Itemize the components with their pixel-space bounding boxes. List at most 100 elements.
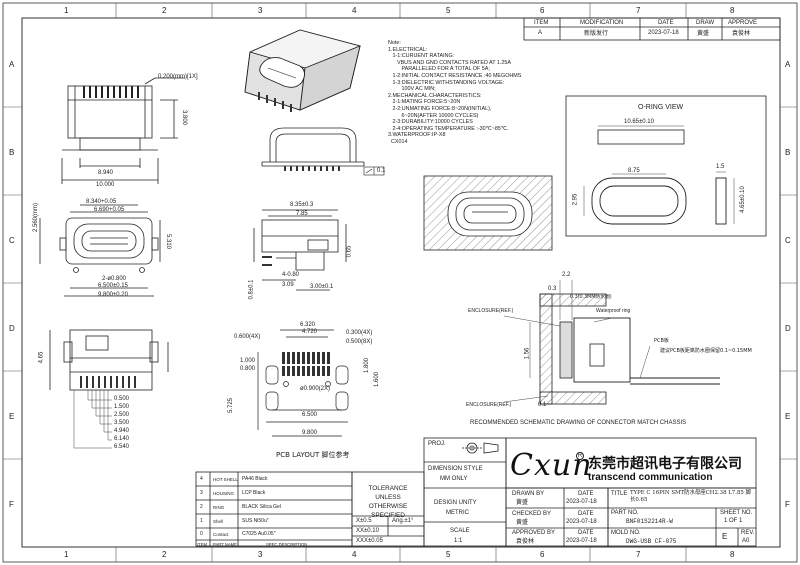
dim-8940: 8.940	[98, 170, 114, 176]
tolerance-title: TOLERANCE UNLESS OTHERWISE SPECIFIED	[368, 485, 408, 519]
pcb-board-label: PCB板	[654, 338, 669, 344]
title-block-grid	[195, 17, 781, 547]
oring-view-label: O-RING VIEW	[638, 104, 684, 111]
pcb-suggestion-label: 建议PCB板距离防水圈保留0.1~0.15MM	[660, 348, 752, 354]
bottom-dim-lines	[73, 390, 112, 449]
zone-bottom-5: 5	[446, 550, 451, 559]
scale-value: 1:1	[454, 538, 463, 544]
design-unity-label: DESIGN UNITY	[434, 500, 477, 506]
projection-symbol	[462, 442, 499, 454]
checked-by-name: 黄盛	[516, 519, 529, 526]
tolerance-xx: XX±0.10	[356, 528, 379, 534]
flatness-frame	[363, 166, 385, 176]
zone-top-4: 4	[352, 6, 357, 15]
zone-side-f: F	[9, 500, 14, 509]
tolerance-x: X±0.5	[356, 518, 372, 524]
bom-header-item: ITEM	[197, 542, 208, 547]
side-view-pins	[83, 86, 139, 98]
rev-header-item: ITEM	[534, 20, 549, 26]
gap-note-label: 0.3(0.3MM防水圈)	[570, 295, 612, 300]
dim-22: 2.2	[562, 272, 571, 278]
proj-label: PROJ.	[428, 441, 446, 447]
approved-by-name: 袁俊林	[516, 538, 535, 545]
dim-4720: 4.720	[302, 329, 318, 335]
zone-right-a: A	[785, 60, 791, 69]
pcb-pads	[282, 352, 330, 376]
recommended-caption: RECOMMENDED SCHEMATIC DRAWING OF CONNECT…	[470, 420, 687, 426]
rev-value: A0	[742, 538, 750, 544]
title-value: TYPE C 16PIN SMT防水母座CH2.38 L7.85 脚长0.65	[630, 490, 751, 503]
bom-spec-2: BLACK Silica Gel	[242, 504, 281, 510]
tolerance-ang: Ang.±1°	[392, 518, 414, 524]
mold-no-label: MOLD NO.	[611, 530, 641, 536]
inner-frame	[21, 17, 781, 548]
bom-header-spec: SPEC DESCRIPTION	[266, 542, 308, 547]
dim-465b: 4.65±0.10	[739, 186, 746, 213]
rev-header-draw: DRAW	[696, 20, 715, 26]
sheet-no-value: 1 OF 1	[724, 518, 743, 524]
part-no-value: BNF01S2214R-W	[626, 518, 673, 525]
dim-0300: 0.300(4X)	[346, 330, 373, 336]
zone-bottom-2: 2	[162, 550, 167, 559]
dim-295: 2.95	[572, 193, 579, 206]
dim-9800: 9.800±0.20	[98, 292, 128, 298]
sheet-no-label: SHEET NO.	[720, 510, 753, 516]
dim-300: 3.00±0.1	[310, 284, 334, 290]
side-view	[61, 77, 185, 184]
dim-9800b: 9.800	[302, 430, 318, 436]
bom-name-2: RING	[213, 505, 225, 510]
rev-zone-letter: E	[722, 532, 728, 541]
rev-header-date: DATE	[658, 20, 674, 26]
dim-785: 7.85	[296, 211, 308, 217]
dim-4940: 4.940	[114, 428, 130, 434]
zone-bottom-7: 7	[636, 550, 641, 559]
zone-top-6: 6	[540, 6, 545, 15]
electrical-notes: Note: 1.ELECTRICAL: 1-1:CURUENT RATAING:…	[388, 40, 522, 145]
zone-right-c: C	[785, 236, 791, 245]
bom-spec-4: PA46 Black	[242, 476, 268, 482]
dim-2560: 2.560(mm)	[33, 202, 40, 233]
zone-right-d: D	[785, 324, 791, 333]
dim-5725: 5.725	[228, 397, 235, 414]
bom-item-2: 2	[200, 504, 203, 510]
zone-right-e: E	[785, 412, 791, 421]
zone-side-d: D	[9, 324, 15, 333]
bottom-view	[49, 329, 169, 391]
dim-6140: 6.140	[114, 436, 130, 442]
waterproof-ring-label: Waterproof ring	[596, 308, 631, 314]
zone-side-c: C	[9, 236, 15, 245]
zone-ticks	[3, 3, 797, 562]
tolerance-xxx: XXX±0.05	[356, 538, 383, 544]
zone-side-e: E	[9, 412, 15, 421]
bom-item-0: 0	[200, 531, 203, 537]
dim-5310: 5.310	[165, 233, 172, 250]
title-label: TITLE	[611, 491, 628, 497]
dim-08: 0.8±0.1	[248, 279, 255, 300]
dim-065: 0.65	[346, 245, 353, 258]
dim-0500: 0.500	[114, 396, 130, 402]
rev-draw: 黄盛	[697, 30, 710, 37]
pcb-layout-label: PCB LAYOUT 脚位参考	[276, 451, 350, 459]
rev-header-modification: MODIFICATION	[580, 20, 624, 26]
dim-156: 1.56	[524, 347, 531, 360]
dim-2500: 2.500	[114, 412, 130, 418]
bom-name-4: HOT SHELL	[213, 477, 238, 482]
rev-item: A	[538, 30, 543, 36]
dim-01: 0.1	[538, 402, 547, 408]
approved-by-label: APPROVED BY	[512, 530, 556, 536]
top-arch-view	[261, 127, 365, 167]
design-unity-value: METRIC	[446, 510, 469, 516]
date-value-3: 2023-07-18	[566, 538, 597, 544]
dim-309: 3.09	[282, 282, 294, 288]
date-label-3: DATE	[578, 530, 594, 536]
zone-bottom-1: 1	[64, 550, 69, 559]
bottom-view-pins	[80, 376, 136, 388]
zone-top-8: 8	[730, 6, 735, 15]
panel-cutout	[423, 175, 553, 251]
company-name-cn: 东莞市超讯电子有限公司	[588, 456, 742, 472]
dim-3500: 3.500	[114, 420, 130, 426]
date-label-1: DATE	[578, 491, 594, 497]
dim-835: 8.35±0.3	[290, 202, 314, 208]
